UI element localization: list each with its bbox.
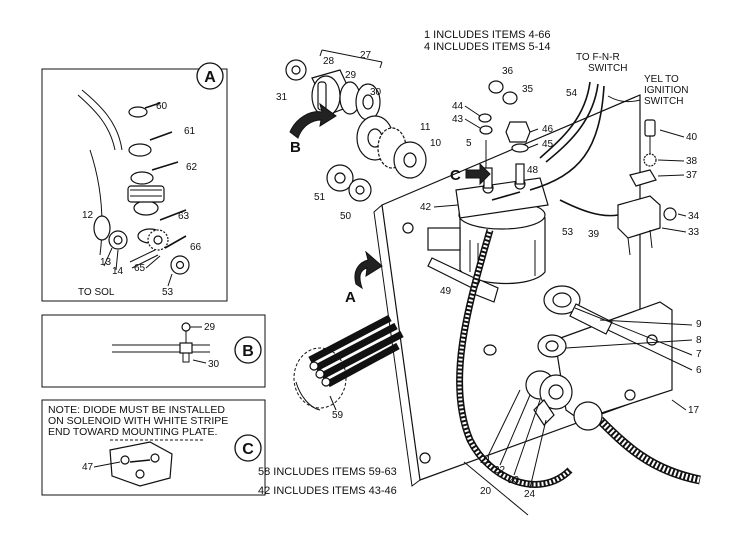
callout-a65: 65 — [134, 263, 146, 274]
callout-40: 40 — [686, 132, 698, 143]
callout-59: 59 — [332, 410, 344, 421]
callout-34: 34 — [688, 211, 700, 222]
view-arrow-c: C — [450, 162, 491, 186]
yel-label-line-1: YEL TO — [644, 74, 679, 85]
callout-9: 9 — [696, 319, 702, 330]
callout-17: 17 — [688, 405, 700, 416]
exploded-hardware-27 — [285, 49, 427, 202]
callout-a14: 14 — [112, 266, 124, 277]
callout-36: 36 — [502, 66, 514, 77]
view-arrow-c-letter: C — [450, 167, 461, 184]
includes-line-1: 58 INCLUDES ITEMS 59-63 — [258, 466, 397, 478]
view-arrow-a-letter: A — [345, 289, 356, 306]
view-arrow-b: B — [289, 102, 337, 156]
view-arrow-b-letter: B — [290, 139, 301, 156]
lower-bracket — [525, 285, 673, 431]
callout-8: 8 — [696, 335, 702, 346]
view-arrow-a: A — [345, 250, 383, 306]
armored-cable — [456, 229, 701, 488]
callout-45: 45 — [542, 139, 554, 150]
fnr-label-line-2: SWITCH — [588, 63, 627, 74]
callout-a60: 60 — [156, 101, 168, 112]
callout-35: 35 — [522, 84, 534, 95]
callout-5: 5 — [466, 138, 472, 149]
callout-48: 48 — [527, 165, 539, 176]
callout-43: 43 — [452, 114, 464, 125]
callout-38: 38 — [686, 156, 698, 167]
callout-54: 54 — [566, 88, 578, 99]
to-sol-label: TO SOL — [78, 287, 115, 298]
diode-bundle — [293, 314, 404, 411]
callout-10: 10 — [430, 138, 442, 149]
callout-27: 27 — [360, 50, 372, 61]
wire-54 — [529, 81, 605, 191]
includes-line-2: 42 INCLUDES ITEMS 43-46 — [258, 485, 397, 497]
callout-42: 42 — [420, 202, 432, 213]
detail-c-badge — [234, 434, 262, 462]
header-line-1: 1 INCLUDES ITEMS 4-66 — [424, 29, 551, 41]
callout-44: 44 — [452, 101, 464, 112]
callout-29: 29 — [345, 70, 357, 81]
callout-a63: 63 — [178, 211, 190, 222]
callout-b29: 29 — [204, 322, 216, 333]
callout-a66: 66 — [190, 242, 202, 253]
callout-23: 23 — [508, 475, 520, 486]
detail-b-panel: B 29 30 — [41, 314, 266, 388]
callout-49: 49 — [440, 286, 452, 297]
callout-a12: 12 — [82, 210, 94, 221]
callout-33: 33 — [688, 227, 700, 238]
callout-a53: 53 — [162, 287, 174, 298]
fnr-label-line-1: TO F-N-R — [576, 52, 620, 63]
callout-6: 6 — [696, 365, 702, 376]
note-line-1: NOTE: DIODE MUST BE INSTALLED — [48, 404, 225, 416]
callout-39: 39 — [588, 229, 600, 240]
callout-22: 22 — [494, 465, 506, 476]
yel-label-line-2: IGNITION — [644, 85, 688, 96]
terminal-hardware — [478, 80, 531, 168]
callout-11: 11 — [420, 122, 431, 133]
callout-28: 28 — [323, 56, 335, 67]
callout-53: 53 — [562, 227, 574, 238]
callout-37: 37 — [686, 170, 698, 181]
detail-a-badge — [196, 62, 224, 90]
callout-50: 50 — [340, 211, 352, 222]
yel-label-line-3: SWITCH — [644, 96, 683, 107]
callout-a62: 62 — [186, 162, 198, 173]
switch-bracket — [559, 119, 677, 256]
note-line-3: END TOWARD MOUNTING PLATE. — [48, 426, 217, 438]
detail-a-drawing — [77, 89, 190, 275]
detail-a-panel: A — [41, 62, 228, 302]
callout-21: 21 — [480, 455, 492, 466]
detail-b-letter: B — [242, 343, 254, 360]
bolt-49 — [427, 257, 499, 303]
detail-a-letter: A — [204, 69, 216, 86]
callout-51: 51 — [314, 192, 326, 203]
callout-a61: 61 — [184, 126, 196, 137]
note-line-2: ON SOLENOID WITH WHITE STRIPE — [48, 415, 228, 427]
detail-c-panel: C NOTE: DIODE MUST BE INSTALLED ON SOLEN… — [41, 399, 266, 496]
callout-20: 20 — [480, 486, 492, 497]
detail-b-badge — [234, 336, 262, 364]
callout-30: 30 — [370, 87, 382, 98]
callout-31: 31 — [276, 92, 288, 103]
callout-c47: 47 — [82, 462, 94, 473]
detail-c-letter: C — [242, 441, 254, 458]
callout-7: 7 — [696, 349, 702, 360]
callout-46: 46 — [542, 124, 554, 135]
header-line-2: 4 INCLUDES ITEMS 5-14 — [424, 41, 551, 53]
diode-solenoid-top-view — [109, 439, 205, 487]
callout-b30: 30 — [208, 359, 220, 370]
callout-24: 24 — [524, 489, 536, 500]
